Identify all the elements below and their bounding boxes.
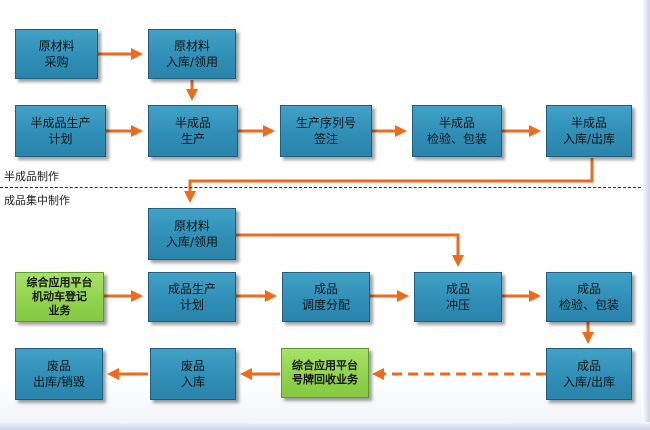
slide-edge-right xyxy=(642,0,650,430)
node-semi-store: 半成品 入库/出库 xyxy=(546,105,632,157)
node-product-inspect: 成品 检验、包装 xyxy=(546,272,632,322)
node-platform-recycle: 综合应用平台 号牌回收业务 xyxy=(281,348,369,398)
node-semi-inspect: 半成品 检验、包装 xyxy=(412,105,502,157)
section-divider xyxy=(0,187,641,188)
node-semi-plan: 半成品生产 计划 xyxy=(15,105,106,157)
node-product-store: 成品 入库/出库 xyxy=(546,348,632,400)
node-waste-store: 废品 入库 xyxy=(150,348,236,400)
node-serial-sign: 生产序列号 签注 xyxy=(280,105,372,157)
section-label-product: 成品集中制作 xyxy=(4,194,70,207)
slide-edge-bottom xyxy=(0,422,650,430)
node-waste-out: 废品 出库/销毁 xyxy=(15,348,103,400)
node-raw-store-top: 原材料 入库/领用 xyxy=(148,29,236,79)
arrow-semi-store-to-lower-raw xyxy=(184,158,594,203)
node-raw-store-lower: 原材料 入库/领用 xyxy=(148,208,236,260)
node-platform-register: 综合应用平台 机动车登记 业务 xyxy=(15,272,104,322)
node-stamping: 成品 冲压 xyxy=(414,272,502,322)
section-label-semi: 半成品制作 xyxy=(4,170,59,183)
node-product-plan: 成品生产 计划 xyxy=(148,272,236,322)
node-raw-purchase: 原材料 采购 xyxy=(15,29,98,79)
node-semi-produce: 半成品 生产 xyxy=(148,105,238,157)
arrow-raw-store-to-stamping xyxy=(236,233,464,267)
node-dispatch: 成品 调度分配 xyxy=(282,272,370,322)
